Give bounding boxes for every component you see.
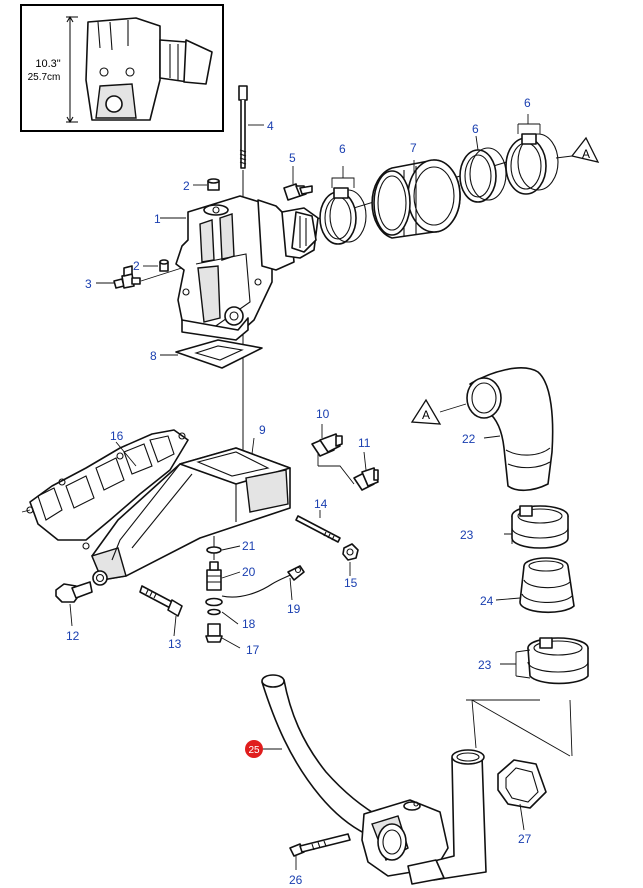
callout-17: 17 <box>246 643 260 657</box>
ground-cable-19 <box>221 565 305 598</box>
callout-3: 3 <box>85 277 92 291</box>
inset-dimension-cm: 25.7cm <box>28 72 61 83</box>
hose-coupler <box>519 557 575 614</box>
callout-23-upper: 23 <box>460 528 474 542</box>
callout-12: 12 <box>66 629 80 643</box>
hose-clamp-2 <box>459 147 507 203</box>
temperature-sensor <box>283 183 313 201</box>
manifold-nut <box>342 543 359 561</box>
callout-15: 15 <box>344 576 358 590</box>
callout-6-second: 6 <box>472 122 479 136</box>
callout-4: 4 <box>267 119 274 133</box>
exhaust-elbow <box>466 367 554 492</box>
callout-14: 14 <box>314 497 328 511</box>
callout-6-third: 6 <box>524 96 531 110</box>
callout-27: 27 <box>518 832 532 846</box>
callout-5: 5 <box>289 151 296 165</box>
exhaust-riser <box>175 195 319 341</box>
callout-26: 26 <box>289 873 303 887</box>
riser-gasket <box>175 339 263 369</box>
hose-clamp-1 <box>319 187 367 245</box>
marker-a-mid-label: A <box>422 408 430 422</box>
fitting-11 <box>353 467 379 491</box>
stud-bolt <box>238 85 248 169</box>
callout-13: 13 <box>168 637 182 651</box>
callout-7: 7 <box>410 141 417 155</box>
callout-10: 10 <box>316 407 330 421</box>
callout-labels: 1 2 2 3 4 5 6 6 6 7 8 9 10 11 12 13 14 1… <box>66 96 532 887</box>
callout-16: 16 <box>110 429 124 443</box>
callout-2-side: 2 <box>133 259 140 273</box>
drain-fitting <box>113 265 141 289</box>
callout-19: 19 <box>287 602 301 616</box>
callout-11: 11 <box>358 436 371 450</box>
callout-2-top: 2 <box>183 179 190 193</box>
callout-25-badge <box>245 740 263 758</box>
callout-24: 24 <box>480 594 494 608</box>
callout-25: 25 <box>248 745 260 756</box>
callout-23-lower: 23 <box>478 658 492 672</box>
drain-plug-17 <box>205 623 223 643</box>
gasket-27 <box>497 759 547 809</box>
callout-9: 9 <box>259 423 266 437</box>
reference-marker-mid: A <box>410 398 467 425</box>
marker-a-top-label: A <box>582 147 590 161</box>
reference-marker-top: A <box>570 136 600 163</box>
exhaust-bellows <box>371 159 461 239</box>
callout-20: 20 <box>242 565 256 579</box>
manifold-gasket <box>26 429 189 550</box>
hose-clamp-3 <box>505 133 559 195</box>
sensor-20 <box>206 561 222 591</box>
callout-21: 21 <box>242 539 256 553</box>
washer-18 <box>205 597 223 616</box>
o-ring-21 <box>206 546 222 554</box>
callout-1: 1 <box>154 212 161 226</box>
callout-18: 18 <box>242 617 256 631</box>
bolt-13 <box>139 585 183 617</box>
exhaust-pipe-25 <box>261 674 487 885</box>
inset-dimension-in: 10.3" <box>35 58 60 70</box>
callout-8: 8 <box>150 349 157 363</box>
exhaust-manifold <box>91 447 291 586</box>
hose-clamp-23-upper <box>511 505 569 549</box>
hex-plug-12 <box>55 581 93 603</box>
callout-6-first: 6 <box>339 142 346 156</box>
plug-side <box>159 259 169 272</box>
bolt-26 <box>289 833 351 857</box>
callout-22: 22 <box>462 432 476 446</box>
plug-top <box>207 178 220 191</box>
inset-dimension-view: 10.3" 25.7cm <box>20 4 224 132</box>
hose-clamp-23-lower <box>527 637 589 685</box>
fitting-10 <box>311 433 343 457</box>
manifold-stud <box>295 515 341 543</box>
leader-lines <box>69 124 525 870</box>
